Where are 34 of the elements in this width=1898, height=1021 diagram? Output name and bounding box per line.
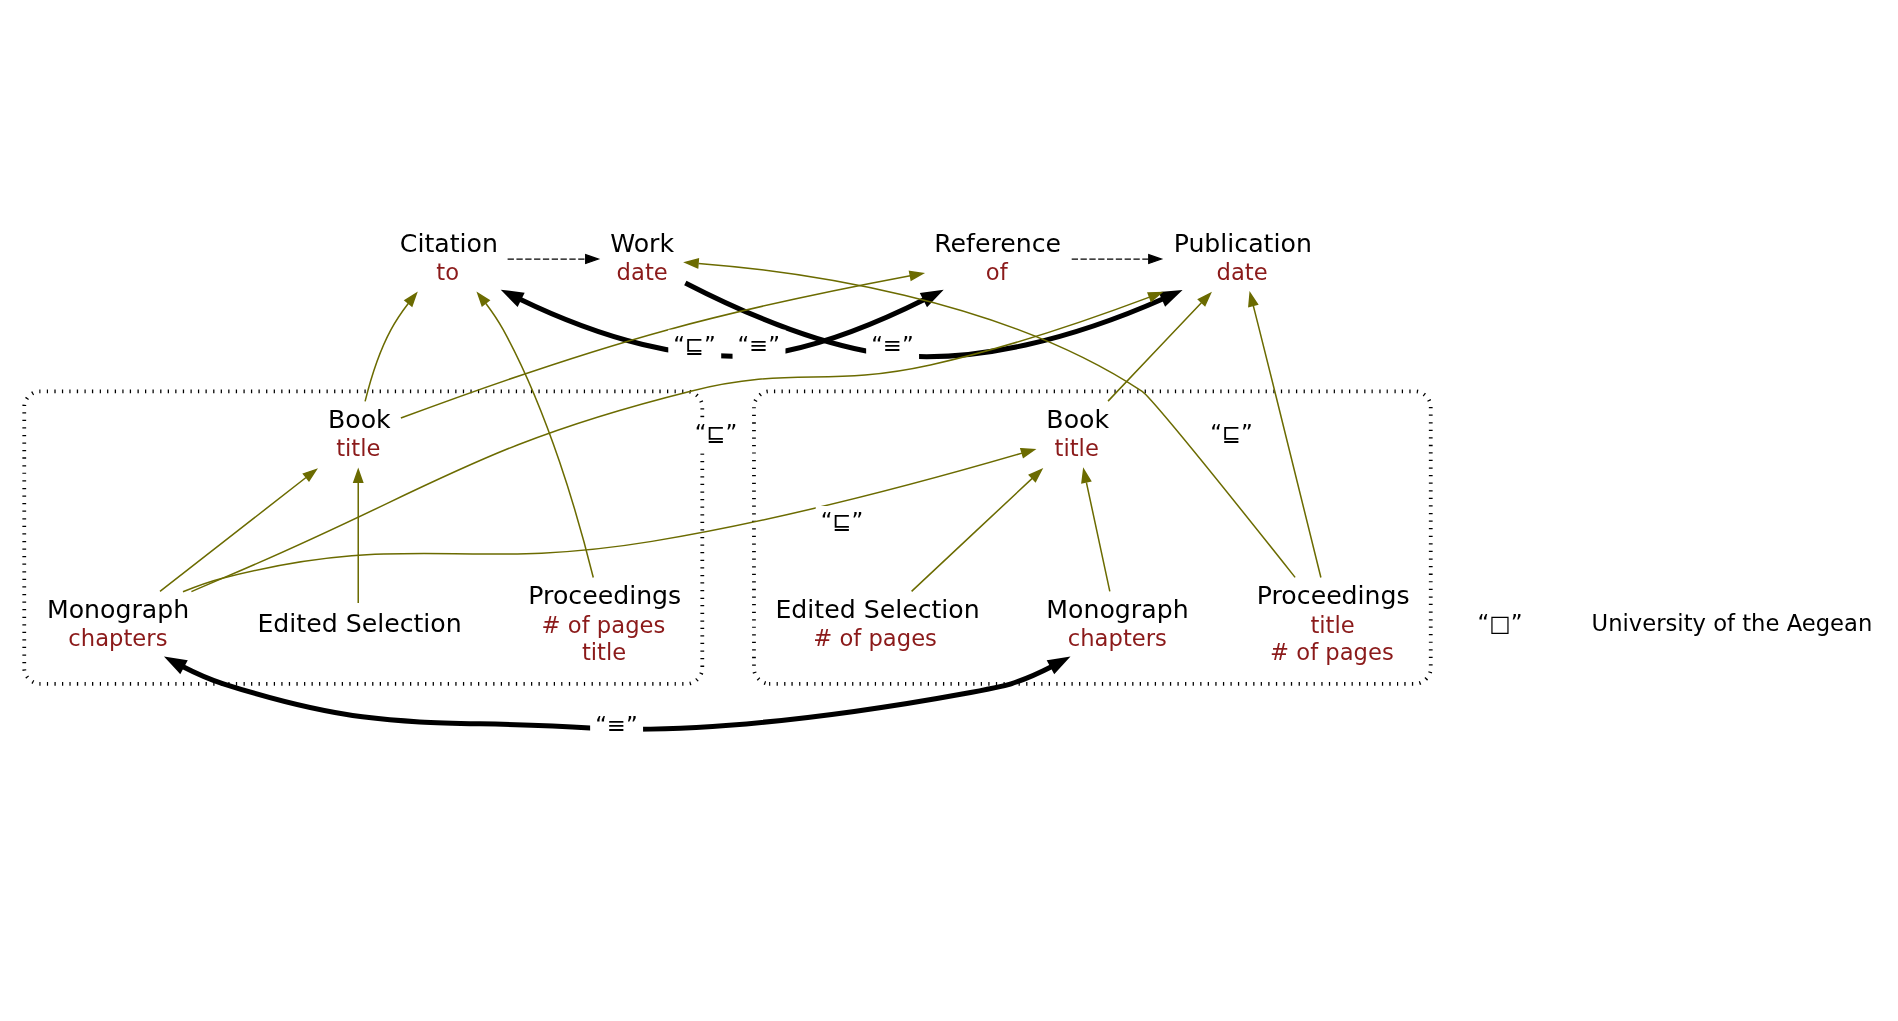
node-text: Reference xyxy=(934,228,1062,258)
node-label: of xyxy=(985,258,1008,285)
node-text: Edited Selection xyxy=(775,595,980,625)
node-label: date xyxy=(1216,258,1268,285)
node-text: Book xyxy=(1046,404,1110,434)
node-text: Publication xyxy=(1173,228,1312,258)
node-text: Monograph xyxy=(46,595,190,625)
node-label: to xyxy=(436,258,460,285)
node-label: title xyxy=(1310,611,1355,638)
edge-label: “≡” xyxy=(871,331,914,358)
node-label: chapters xyxy=(68,625,168,652)
node-text: Book xyxy=(327,404,391,434)
edge-label: “⊑” xyxy=(1210,420,1253,447)
edge-label: “⊑” xyxy=(673,331,716,358)
node-label: date xyxy=(616,258,668,285)
node-label: chapters xyxy=(1067,625,1167,652)
node-label: # of pages xyxy=(813,625,937,652)
node-text: Edited Selection xyxy=(257,609,462,639)
node-text: Proceedings xyxy=(528,581,682,611)
edge-label: “⊑” xyxy=(694,420,738,447)
node-label: title xyxy=(581,639,627,666)
node-text: Monograph xyxy=(1046,595,1189,625)
node-text: Proceedings xyxy=(1256,581,1410,611)
node-text: Citation xyxy=(399,228,498,258)
label: “□” xyxy=(1477,610,1523,637)
edge-label: “≡” xyxy=(595,712,638,739)
node-label: # of pages xyxy=(1270,639,1394,666)
node-label: title xyxy=(1054,435,1099,462)
node-label: title xyxy=(336,435,381,462)
label: University of the Aegean xyxy=(1591,610,1873,637)
node-text: Work xyxy=(610,228,675,258)
edge-label: “⊑” xyxy=(820,508,864,535)
edge-label: “≡” xyxy=(737,331,781,358)
node-label: # of pages xyxy=(541,611,666,638)
